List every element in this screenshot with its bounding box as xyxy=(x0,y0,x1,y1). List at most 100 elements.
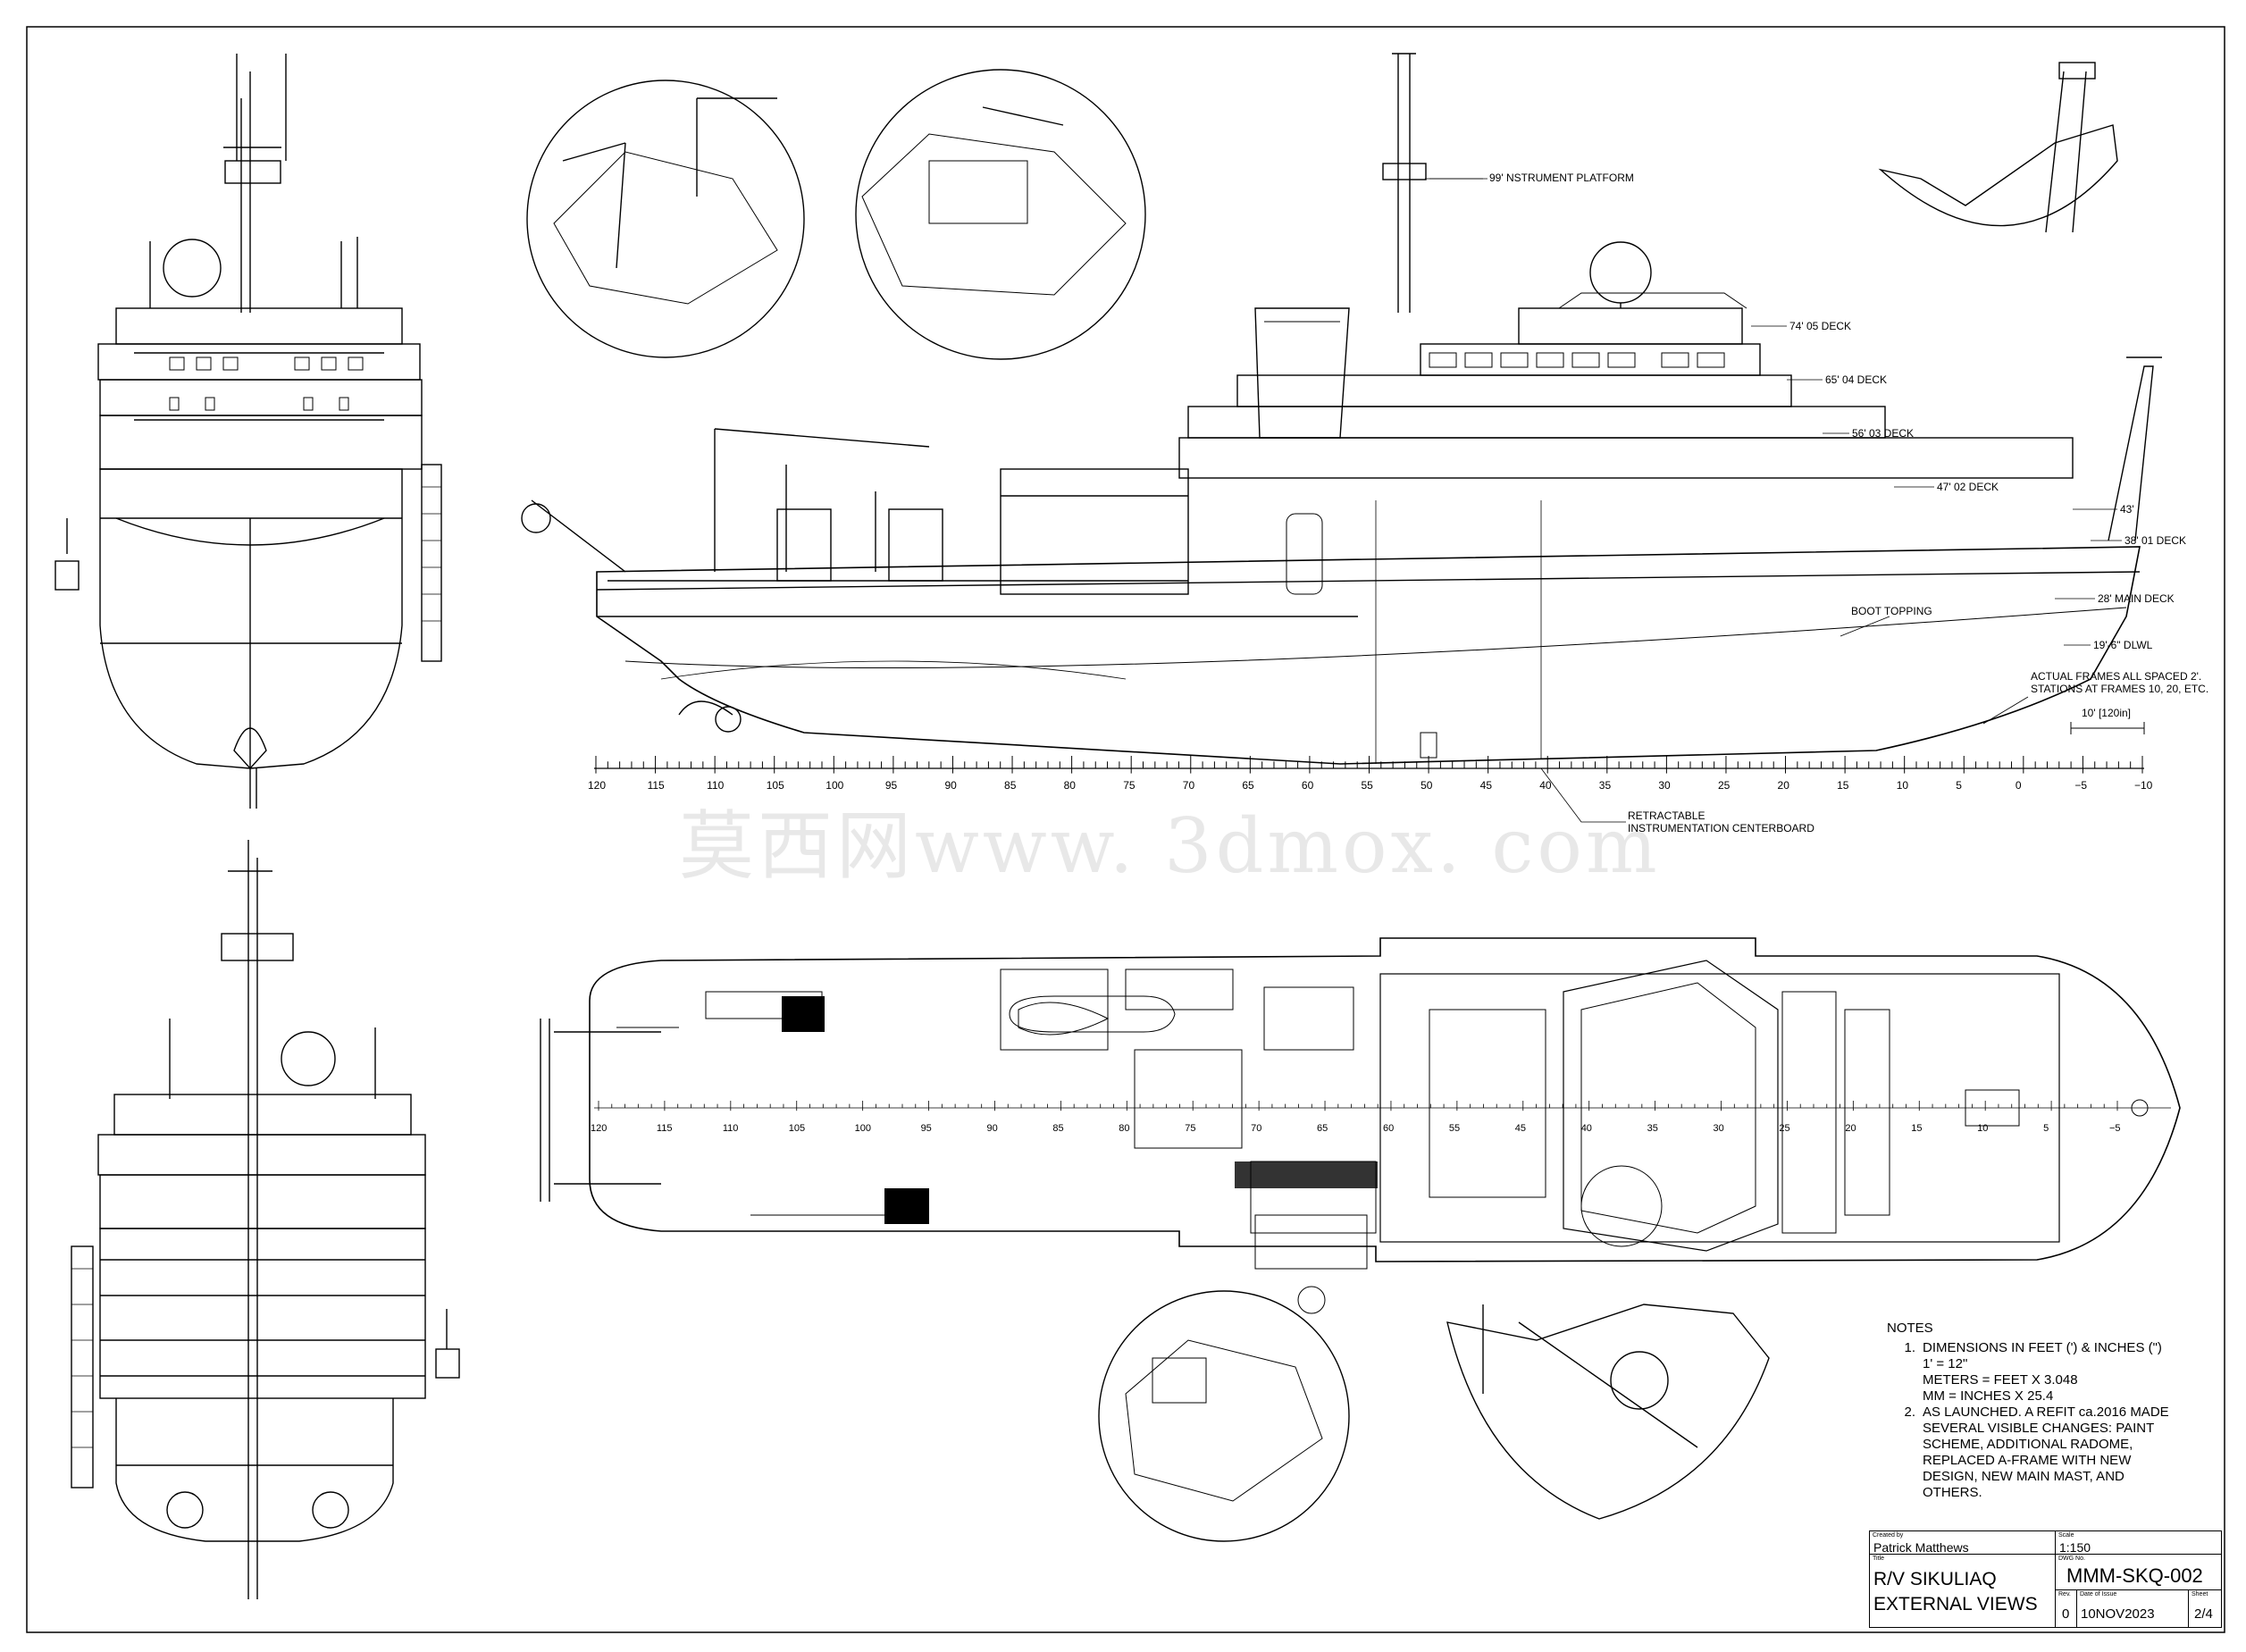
scale-label: −10 xyxy=(2134,779,2153,792)
title-block-dwg-cell: DWG No. MMM-SKQ-002 xyxy=(2056,1555,2221,1590)
scale-label: 20 xyxy=(1845,1123,1856,1134)
profile-scale-ticks xyxy=(595,756,2143,774)
scale-label: 105 xyxy=(788,1123,806,1134)
callout-deck-65: 65' 04 DECK xyxy=(1825,373,1887,386)
scale-label: Scale xyxy=(2058,1532,2074,1539)
profile-view-drawing xyxy=(521,53,2162,823)
note-item-2: 2. AS LAUNCHED. A REFIT ca.2016 MADE xyxy=(1887,1405,2208,1421)
scale-label: 15 xyxy=(1911,1123,1923,1134)
title-block: Created by Patrick Matthews Scale 1:150 … xyxy=(1869,1530,2222,1628)
scale-label: 85 xyxy=(1004,779,1017,792)
note-line: METERS = FEET X 3.048 xyxy=(1923,1372,2078,1388)
callout-scale-bar: 10' [120in] xyxy=(2082,707,2132,719)
scale-label: 45 xyxy=(1479,779,1492,792)
scale-label: 65 xyxy=(1317,1123,1328,1134)
scale-label: 95 xyxy=(920,1123,932,1134)
title-block-sheet-cell: Sheet 2/4 xyxy=(2189,1590,2221,1627)
title-block-date-cell: Date of Issue 10NOV2023 xyxy=(2077,1590,2189,1627)
detail-view-circles xyxy=(526,62,2118,1542)
scale-label: 25 xyxy=(1717,779,1731,792)
date-value: 10NOV2023 xyxy=(2081,1606,2155,1622)
callout-deck-74: 74' 05 DECK xyxy=(1789,320,1851,332)
rev-label: Rev. xyxy=(2058,1591,2071,1597)
callout-dlwl: 19'-6" DLWL xyxy=(2093,639,2153,651)
scale-label: −5 xyxy=(2074,779,2088,792)
note-line: OTHERS. xyxy=(1923,1485,1982,1500)
scale-label: 90 xyxy=(986,1123,998,1134)
notes-heading: NOTES xyxy=(1887,1321,1933,1336)
scale-label: 15 xyxy=(1837,779,1849,792)
title-block-title-cell: Title R/V SIKULIAQ EXTERNAL VIEWS xyxy=(1870,1555,2056,1627)
callout-deck-47: 47' 02 DECK xyxy=(1937,481,1999,493)
scale-label: 100 xyxy=(825,779,844,792)
scale-label: 40 xyxy=(1580,1123,1592,1134)
title-label: Title xyxy=(1873,1556,1884,1562)
scale-label: 30 xyxy=(1713,1123,1724,1134)
sheet-value: 2/4 xyxy=(2194,1606,2213,1622)
scale-label: 70 xyxy=(1251,1123,1262,1134)
scale-label: 45 xyxy=(1514,1123,1527,1134)
note-line: DESIGN, NEW MAIN MAST, AND xyxy=(1923,1469,2124,1484)
callout-frames-line2: STATIONS AT FRAMES 10, 20, ETC. xyxy=(2031,683,2209,695)
scale-label: 105 xyxy=(766,779,784,792)
created-by-label: Created by xyxy=(1873,1532,1904,1539)
callout-centerboard-line1: RETRACTABLE xyxy=(1628,809,1705,822)
callout-boot-topping: BOOT TOPPING xyxy=(1851,605,1932,617)
scale-label: 55 xyxy=(1361,779,1373,792)
note-line: DIMENSIONS IN FEET (') & INCHES (") xyxy=(1923,1340,2162,1355)
callout-main-deck: 28' MAIN DECK xyxy=(2098,592,2175,605)
title-block-scale-cell: Scale 1:150 xyxy=(2056,1531,2221,1555)
scale-label: 5 xyxy=(1956,779,1962,792)
title-block-rev-cell: Rev. 0 xyxy=(2056,1590,2077,1627)
scale-label: 10 xyxy=(1896,779,1909,792)
scale-label: 115 xyxy=(656,1123,673,1134)
scale-label: 120 xyxy=(588,779,607,792)
callout-instrument-platform: 99' NSTRUMENT PLATFORM xyxy=(1489,172,1634,184)
scale-value: 1:150 xyxy=(2059,1540,2091,1555)
scale-label: 50 xyxy=(1421,779,1433,792)
note-item-1: 1. DIMENSIONS IN FEET (') & INCHES (") xyxy=(1887,1340,2208,1356)
note-line: SCHEME, ADDITIONAL RADOME, xyxy=(1923,1437,2133,1452)
sheet-border xyxy=(26,26,2225,1633)
callout-deck-38: 38' 01 DECK xyxy=(2124,534,2186,547)
created-by-value: Patrick Matthews xyxy=(1873,1540,1969,1555)
date-label: Date of Issue xyxy=(2080,1591,2117,1597)
scale-label: 60 xyxy=(1301,779,1314,792)
scale-label: 35 xyxy=(1647,1123,1658,1134)
plan-view-drawing xyxy=(540,937,2181,1314)
rev-value: 0 xyxy=(2062,1606,2070,1622)
scale-label: 10 xyxy=(1977,1123,1989,1134)
watermark: 莫西网www. 3dmox. com xyxy=(679,802,1661,890)
scale-label: 35 xyxy=(1598,779,1612,792)
scale-label: 30 xyxy=(1658,779,1671,792)
drawing-title-line1: R/V SIKULIAQ xyxy=(1873,1569,1997,1589)
dwg-no-value: MMM-SKQ-002 xyxy=(2066,1564,2203,1587)
sheet-label: Sheet xyxy=(2192,1591,2208,1597)
note-line: MM = INCHES X 25.4 xyxy=(1923,1388,2054,1404)
scale-label: 75 xyxy=(1123,779,1136,792)
rear-view-drawing xyxy=(71,840,460,1599)
scale-label: 25 xyxy=(1779,1123,1790,1134)
callout-deck-56: 56' 03 DECK xyxy=(1852,427,1914,440)
callout-height-43: 43' xyxy=(2120,503,2134,516)
scale-label: 0 xyxy=(2015,779,2022,792)
scale-label: 100 xyxy=(854,1123,871,1134)
scale-label: −5 xyxy=(2109,1123,2121,1134)
scale-label: 80 xyxy=(1119,1123,1130,1134)
callout-centerboard-line2: INSTRUMENTATION CENTERBOARD xyxy=(1628,822,1814,834)
scale-label: 55 xyxy=(1448,1123,1461,1134)
note-number: 1. xyxy=(1904,1340,1915,1355)
dwg-no-label: DWG No. xyxy=(2058,1556,2085,1562)
scale-label: 5 xyxy=(2043,1123,2049,1134)
scale-label: 90 xyxy=(944,779,957,792)
note-line: SEVERAL VISIBLE CHANGES: PAINT xyxy=(1923,1421,2155,1436)
scale-label: 65 xyxy=(1242,779,1254,792)
scale-label: 80 xyxy=(1063,779,1076,792)
note-number: 2. xyxy=(1904,1405,1915,1420)
scale-label: 20 xyxy=(1777,779,1789,792)
scale-label: 95 xyxy=(884,779,898,792)
front-view-drawing xyxy=(54,54,442,809)
scale-label: 85 xyxy=(1052,1123,1064,1134)
scale-label: 110 xyxy=(722,1123,739,1134)
